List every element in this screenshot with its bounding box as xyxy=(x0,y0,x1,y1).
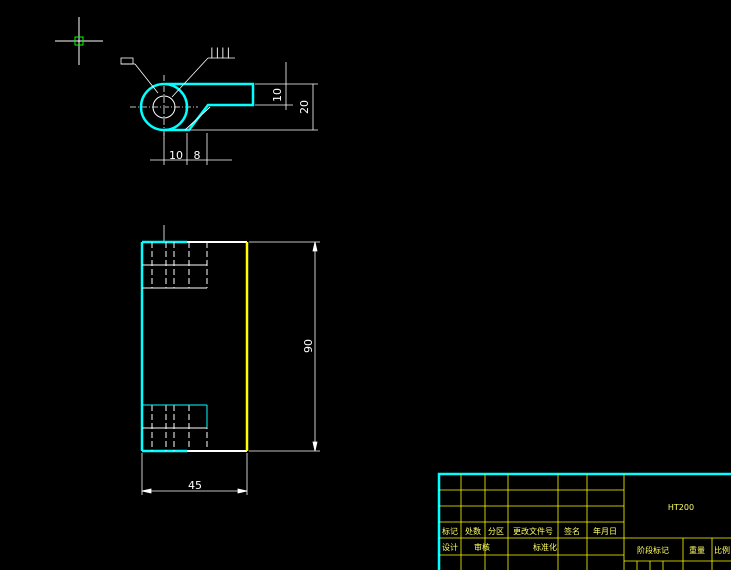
bore-circle xyxy=(152,95,176,119)
hdr-date: 年月日 xyxy=(593,526,617,536)
role-review: 审核 xyxy=(474,542,490,552)
dim-width-a: 10 xyxy=(169,149,183,162)
material-label: HT200 xyxy=(668,503,694,512)
role-design: 设计 xyxy=(442,542,458,552)
front-view: 90 45 xyxy=(140,225,320,495)
hdr-mark: 标记 xyxy=(442,526,458,536)
dim-height-total: 20 xyxy=(298,100,311,114)
meta-scale: 比例 xyxy=(714,545,730,555)
leader-box xyxy=(120,57,134,65)
hdr-zone: 分区 xyxy=(488,527,504,536)
top-view: ∣∣∣∣ 10 20 10 8 xyxy=(120,46,318,165)
hdr-count: 处数 xyxy=(465,526,481,536)
crosshair-cursor-icon xyxy=(55,17,103,65)
meta-weight: 重量 xyxy=(689,545,705,555)
arm-outline xyxy=(164,82,255,132)
hdr-change-doc: 更改文件号 xyxy=(513,526,553,536)
hdr-signature: 签名 xyxy=(564,526,580,536)
title-block: HT200 标记 处数 分区 更改文件号 签名 年月日 设计 审核 标准化 阶段… xyxy=(437,472,731,570)
dim-width-b: 8 xyxy=(194,149,201,162)
role-standardization: 标准化 xyxy=(533,542,557,552)
dim-height: 90 xyxy=(302,339,315,353)
dim-height-small: 10 xyxy=(271,88,284,102)
leader-note: ∣∣∣∣ xyxy=(209,46,231,59)
meta-stage-mark: 阶段标记 xyxy=(637,545,669,555)
dim-width: 45 xyxy=(188,479,202,492)
